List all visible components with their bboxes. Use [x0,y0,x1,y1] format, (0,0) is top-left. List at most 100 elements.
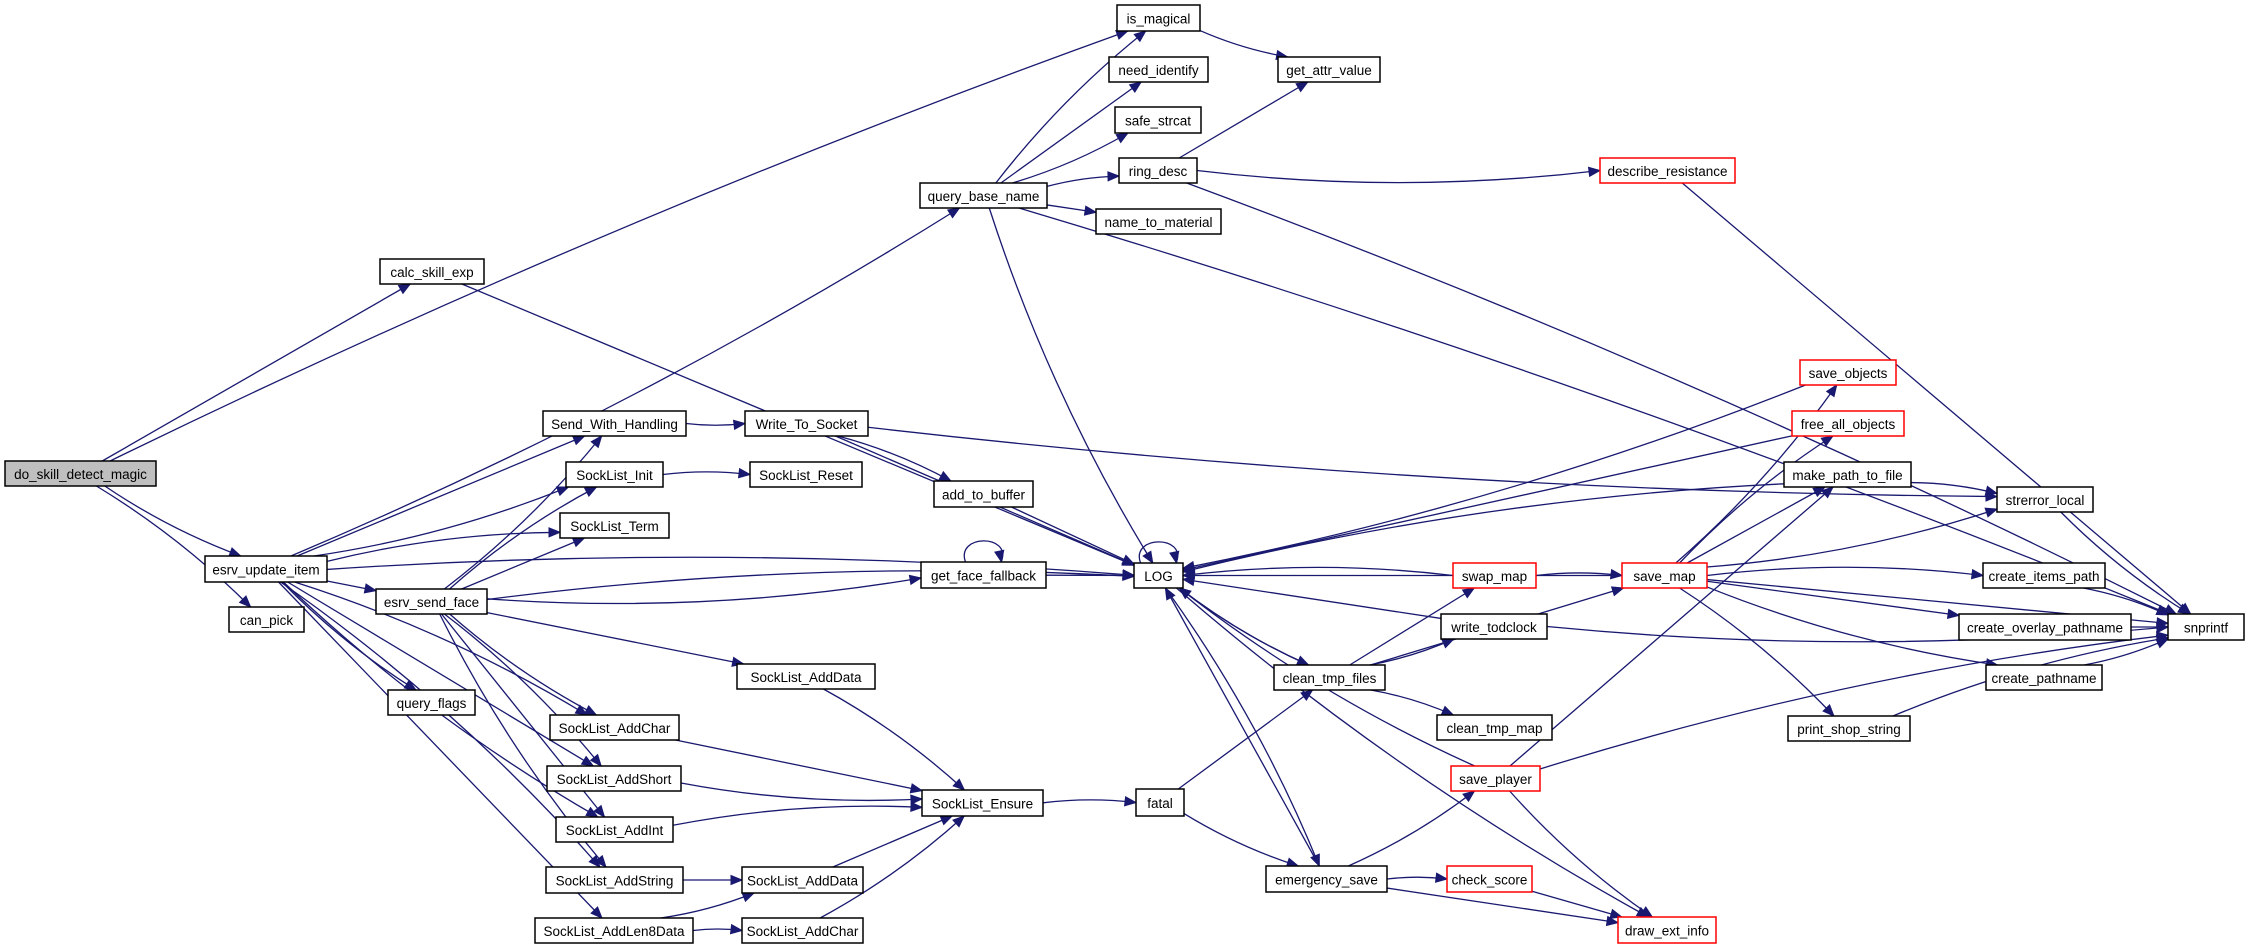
node-box [4,460,157,487]
node-socklist-adddata-1[interactable]: SockList_AddData [736,663,876,690]
node-socklist-addchar-2[interactable]: SockList_AddChar [741,917,864,944]
node-box [920,561,1047,589]
node-describe-resistance[interactable]: describe_resistance [1599,157,1736,184]
node-do-skill-detect-magic[interactable]: do_skill_detect_magic [4,460,157,487]
node-label: SockList_Term [570,519,659,534]
node-print-shop-string[interactable]: print_shop_string [1787,715,1911,742]
edge-clean-tmp-files-to-clean-tmp-map [1370,689,1454,716]
edge-esrv-send-face-to-socklist-addshort-arrowhead [589,753,602,768]
node-socklist-addchar-1[interactable]: SockList_AddChar [549,714,680,741]
node-write-to-socket[interactable]: Write_To_Socket [744,410,869,437]
node-label: SockList_AddChar [559,721,671,736]
node-esrv-update-item[interactable]: esrv_update_item [204,555,328,583]
node-save-map[interactable]: save_map [1621,562,1708,589]
node-label: esrv_send_face [384,595,479,610]
node-box [744,410,869,437]
node-socklist-reset[interactable]: SockList_Reset [749,461,863,488]
node-label: clean_tmp_map [1446,721,1542,736]
node-socklist-ensure[interactable]: SockList_Ensure [921,789,1044,817]
node-label: SockList_AddLen8Data [543,924,685,939]
node-query-base-name[interactable]: query_base_name [919,182,1048,209]
node-socklist-addshort[interactable]: SockList_AddShort [546,765,682,792]
node-get-attr-value[interactable]: get_attr_value [1277,56,1381,83]
node-box [1277,56,1381,83]
node-add-to-buffer[interactable]: add_to_buffer [933,480,1034,508]
node-swap-map[interactable]: swap_map [1452,562,1537,589]
node-fatal[interactable]: fatal [1135,788,1185,817]
edge-socklist-addint-to-socklist-ensure [672,805,923,826]
node-label: swap_map [1462,569,1527,584]
edge-log-to-emergency-save [1164,587,1320,867]
node-socklist-addstring[interactable]: SockList_AddString [545,866,684,894]
node-label: do_skill_detect_magic [14,467,147,482]
node-create-overlay-pathname[interactable]: create_overlay_pathname [1958,613,2132,641]
node-box [204,555,328,583]
node-label: SockList_Reset [759,468,853,483]
edge-save-map-to-create-items-path [1706,566,1984,577]
node-esrv-send-face[interactable]: esrv_send_face [375,588,488,615]
node-label: fatal [1147,796,1173,811]
node-label: check_score [1452,873,1528,888]
node-get-face-fallback[interactable]: get_face_fallback [920,561,1047,589]
node-need-identify[interactable]: need_identify [1108,56,1209,83]
node-box [2167,613,2245,641]
edge-create-overlay-pathname-to-snprintf-arrowhead [2156,621,2170,633]
node-box [1265,865,1388,893]
node-box [555,816,674,843]
node-label: emergency_save [1275,873,1378,888]
edge-socklist-addint-to-socklist-ensure-arrowhead [910,801,924,813]
node-label: need_identify [1118,63,1199,78]
node-log[interactable]: LOG [1133,562,1184,589]
node-safe-strcat[interactable]: safe_strcat [1114,106,1202,134]
node-send-with-handling[interactable]: Send_With_Handling [542,410,687,437]
node-make-path-to-file[interactable]: make_path_to_file [1783,461,1912,488]
node-save-objects[interactable]: save_objects [1799,359,1897,386]
edge-save-player-to-log-arrowhead [1178,587,1192,600]
node-label: esrv_update_item [212,563,319,578]
node-ring-desc[interactable]: ring_desc [1118,157,1198,184]
node-can-pick[interactable]: can_pick [228,606,305,633]
node-strerror-local[interactable]: strerror_local [1996,486,2094,513]
edge-query-base-name-to-ring-desc-arrowhead [1107,171,1121,182]
node-snprintf[interactable]: snprintf [2167,613,2245,641]
node-socklist-addlen8data[interactable]: SockList_AddLen8Data [534,917,694,944]
edge-do-skill-detect-magic-to-is-magical-arrowhead [1115,29,1129,40]
node-free-all-objects[interactable]: free_all_objects [1791,410,1905,437]
node-socklist-addint[interactable]: SockList_AddInt [555,816,674,843]
node-name-to-material[interactable]: name_to_material [1095,208,1222,235]
node-create-items-path[interactable]: create_items_path [1982,562,2106,589]
node-box [1996,486,2094,513]
edge-save-player-to-make-path-to-file-arrowhead [1820,486,1835,499]
node-draw-ext-info[interactable]: draw_ext_info [1617,916,1717,944]
node-socklist-adddata-2[interactable]: SockList_AddData [741,866,864,894]
node-check-score[interactable]: check_score [1446,865,1533,893]
node-create-pathname[interactable]: create_pathname [1985,664,2103,691]
node-box [741,917,864,944]
node-label: free_all_objects [1801,417,1896,432]
edge-socklist-ensure-to-fatal [1042,799,1137,804]
node-emergency-save[interactable]: emergency_save [1265,865,1388,893]
node-box [1135,788,1185,817]
node-clean-tmp-map[interactable]: clean_tmp_map [1436,714,1553,741]
node-write-todclock[interactable]: write_todclock [1440,613,1548,640]
node-socklist-term[interactable]: SockList_Term [559,512,670,539]
edge-esrv-update-item-to-send-with-handling-arrowhead [571,435,586,446]
node-box [1982,562,2106,589]
nodes-layer: do_skill_detect_magic calc_skill_exp esrv_… [4,4,2245,944]
edge-save-map-to-create-items-path-arrowhead [1970,568,1985,580]
node-label: clean_tmp_files [1283,671,1377,686]
edge-clean-tmp-files-to-log [1179,587,1309,666]
node-box [919,182,1048,209]
edge-esrv-send-face-to-get-face-fallback [486,577,922,605]
edge-save-map-to-save-objects-arrowhead [1825,383,1838,398]
node-save-player[interactable]: save_player [1450,765,1541,792]
edge-esrv-send-face-to-socklist-addint-arrowhead [593,804,606,819]
node-query-flags[interactable]: query_flags [387,689,476,716]
node-calc-skill-exp[interactable]: calc_skill_exp [379,258,485,285]
node-socklist-init[interactable]: SockList_Init [565,461,664,488]
edge-esrv-update-item-to-esrv-send-face-arrowhead [363,583,378,594]
node-box [1787,715,1911,742]
node-is-magical[interactable]: is_magical [1116,4,1201,32]
node-clean-tmp-files[interactable]: clean_tmp_files [1273,664,1386,691]
node-box [1799,359,1897,386]
